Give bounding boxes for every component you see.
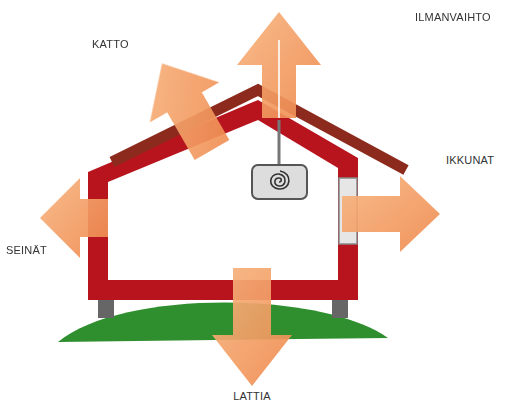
window-heat-arrow xyxy=(342,176,440,252)
heat-loss-label: ILMANVAIHTO xyxy=(415,11,491,24)
ventilation-unit xyxy=(252,165,307,199)
wall-heat-arrow xyxy=(40,178,108,258)
vent-flow-line xyxy=(278,40,280,118)
ventilation-heat-arrow xyxy=(237,12,321,118)
roof-heat-arrow xyxy=(127,43,246,170)
heat-loss-label: IKKUNAT xyxy=(446,154,494,167)
heat-loss-label: LATTIA xyxy=(233,390,271,403)
house-leg xyxy=(98,298,114,318)
house-leg xyxy=(332,298,348,318)
heat-loss-label: SEINÄT xyxy=(6,244,47,257)
floor-heat-arrow xyxy=(212,268,292,386)
fan-spiral xyxy=(271,171,289,189)
vent-duct xyxy=(278,120,281,166)
heat-loss-label: KATTO xyxy=(92,38,129,51)
